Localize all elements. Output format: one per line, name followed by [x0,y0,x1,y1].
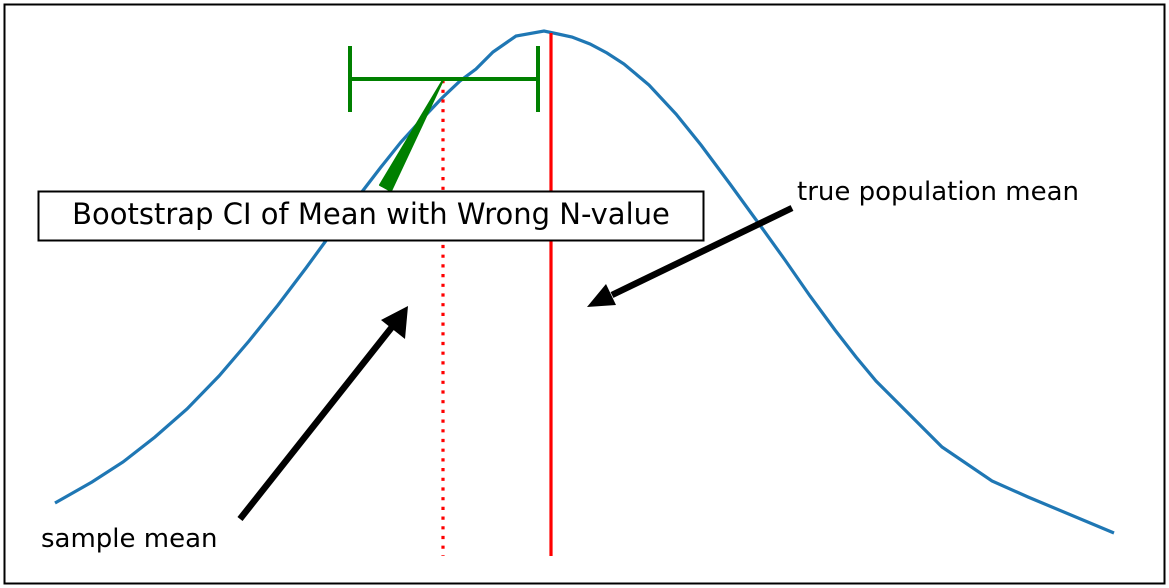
ci-label-frame [37,190,705,242]
ci-label-box: Bootstrap CI of Mean with Wrong N-value [37,190,705,242]
sample-mean-arrow [237,306,408,522]
true-mean-arrow-shaft [610,205,794,298]
true-mean-label: true population mean [797,177,1079,207]
sample-mean-arrow-shaft [237,324,395,522]
ci-label: Bootstrap CI of Mean with Wrong N-value [72,197,670,231]
ci-pointer-wedge [379,79,444,192]
sample-mean-label: sample mean [41,524,218,554]
ci-bar [348,46,540,112]
figure-frame [3,3,1166,585]
true-mean-arrow-head [587,284,616,307]
sample-mean-arrow-head [381,306,408,339]
distribution-curve [54,29,1115,535]
true-mean-arrow [587,205,794,307]
